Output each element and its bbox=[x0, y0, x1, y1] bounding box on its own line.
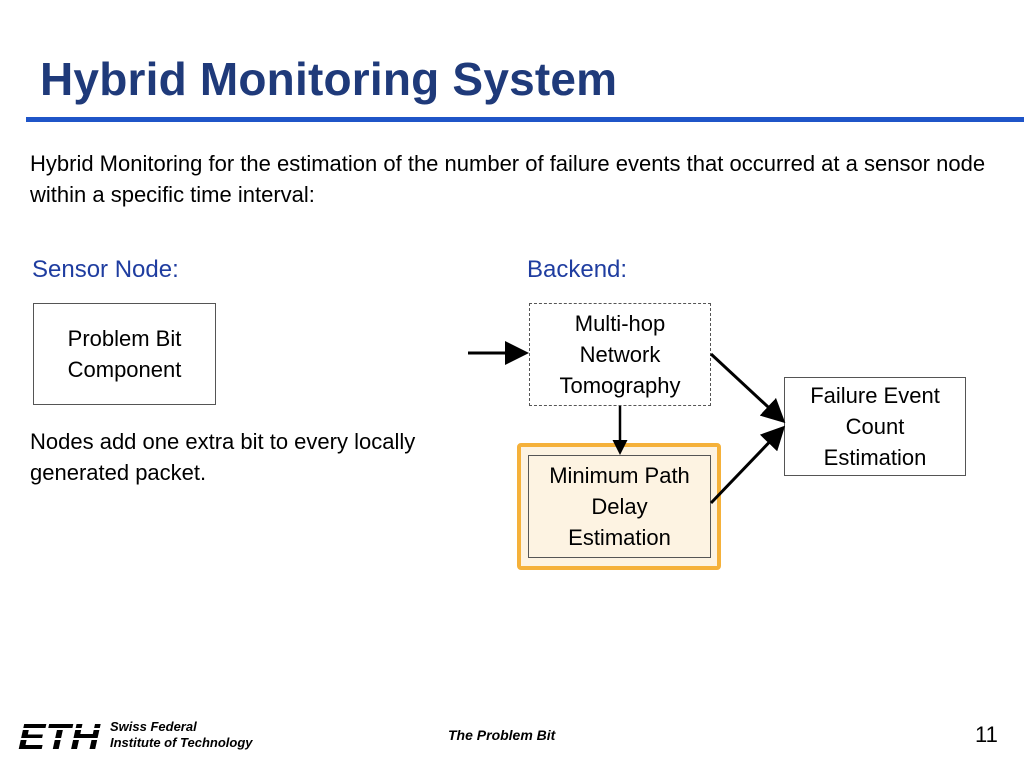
delay-to-failure-arrow bbox=[709, 425, 786, 505]
failure-event-count-box: Failure Event Count Estimation bbox=[784, 377, 966, 476]
footer-title: The Problem Bit bbox=[448, 727, 556, 743]
multi-hop-tomography-box: Multi-hop Network Tomography bbox=[529, 303, 711, 406]
min-path-delay-box: Minimum Path Delay Estimation bbox=[528, 455, 711, 558]
min-path-delay-text: Minimum Path Delay Estimation bbox=[549, 463, 690, 550]
problem-bit-component-box: Problem Bit Component bbox=[33, 303, 216, 405]
intro-text: Hybrid Monitoring for the estimation of … bbox=[30, 151, 986, 207]
backend-label: Backend: bbox=[527, 256, 628, 283]
sensor-node-label: Sensor Node: bbox=[32, 256, 179, 283]
tomography-to-failure-arrow bbox=[709, 352, 786, 424]
failure-event-count-text: Failure Event Count Estimation bbox=[810, 383, 940, 470]
institution-name: Swiss Federal Institute of Technology bbox=[110, 719, 253, 751]
multi-hop-tomography-text: Multi-hop Network Tomography bbox=[559, 311, 681, 398]
page-number: 11 bbox=[975, 722, 998, 747]
eth-logo: ETH bbox=[16, 718, 104, 752]
problem-bit-component-text: Problem Bit Component bbox=[67, 326, 182, 382]
svg-text:ETH: ETH bbox=[18, 718, 101, 752]
slide-title: Hybrid Monitoring System bbox=[40, 53, 618, 105]
institution-line-2: Institute of Technology bbox=[110, 735, 253, 750]
institution-line-1: Swiss Federal bbox=[110, 719, 197, 734]
title-divider bbox=[26, 117, 1024, 122]
sensor-node-note: Nodes add one extra bit to every locally… bbox=[30, 429, 416, 485]
